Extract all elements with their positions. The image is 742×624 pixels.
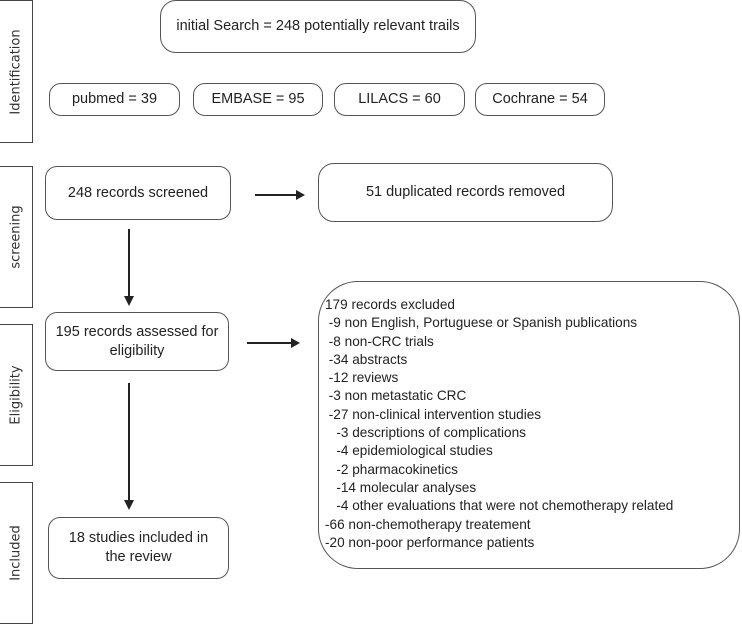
stage-label-eligibility: Eligibility xyxy=(0,324,33,466)
arrow-line xyxy=(247,342,292,344)
excluded-reason: -8 non-CRC trials xyxy=(325,333,434,349)
stage-text: screening xyxy=(8,205,24,269)
stage-label-screening: screening xyxy=(0,166,33,308)
records-excluded-box: 179 records excluded -9 non English, Por… xyxy=(318,281,740,569)
excluded-reason: -3 descriptions of complications xyxy=(325,425,526,441)
stage-text: Eligibility xyxy=(8,365,24,425)
initial-search-box: initial Search = 248 potentially relevan… xyxy=(160,0,476,53)
arrow-line xyxy=(128,229,130,297)
excluded-reason: -12 reviews xyxy=(325,370,399,386)
duplicates-removed-box: 51 duplicated records removed xyxy=(318,163,613,222)
arrow-line xyxy=(128,383,130,501)
excluded-reason: -14 molecular analyses xyxy=(325,479,477,495)
stage-label-included: Included xyxy=(0,482,33,624)
excluded-reason: -4 epidemiological studies xyxy=(325,443,493,459)
excluded-reason: -66 non-chemotherapy treatement xyxy=(325,516,531,532)
excluded-reasons-list: -9 non English, Portuguese or Spanish pu… xyxy=(325,314,739,552)
excluded-reason: -34 abstracts xyxy=(325,351,408,367)
excluded-reason: -3 non metastatic CRC xyxy=(325,388,467,404)
source-box-pubmed: pubmed = 39 xyxy=(49,83,180,116)
excluded-reason: -20 non-poor performance patients xyxy=(325,534,535,550)
studies-included-box: 18 studies included in the review xyxy=(48,517,229,579)
records-screened-box: 248 records screened xyxy=(45,166,231,220)
arrow-down-icon xyxy=(124,296,134,306)
arrow-down-icon xyxy=(124,500,134,510)
excluded-reason: -2 pharmacokinetics xyxy=(325,461,458,477)
stage-label-identification: Identification xyxy=(0,0,33,143)
excluded-reason: -9 non English, Portuguese or Spanish pu… xyxy=(325,315,638,331)
source-box-lilacs: LILACS = 60 xyxy=(334,83,465,116)
arrow-right-icon xyxy=(296,190,305,200)
arrow-right-icon xyxy=(291,338,300,348)
excluded-title: 179 records excluded xyxy=(325,297,455,312)
source-box-cochrane: Cochrane = 54 xyxy=(475,83,605,116)
source-box-embase: EMBASE = 95 xyxy=(193,83,323,116)
records-assessed-box: 195 records assessed for eligibility xyxy=(45,312,229,371)
excluded-reason: -4 other evaluations that were not chemo… xyxy=(325,498,674,514)
arrow-line xyxy=(255,194,297,196)
stage-text: Identification xyxy=(8,28,24,115)
stage-text: Included xyxy=(8,525,24,581)
excluded-reason: -27 non-clinical intervention studies xyxy=(325,406,542,422)
